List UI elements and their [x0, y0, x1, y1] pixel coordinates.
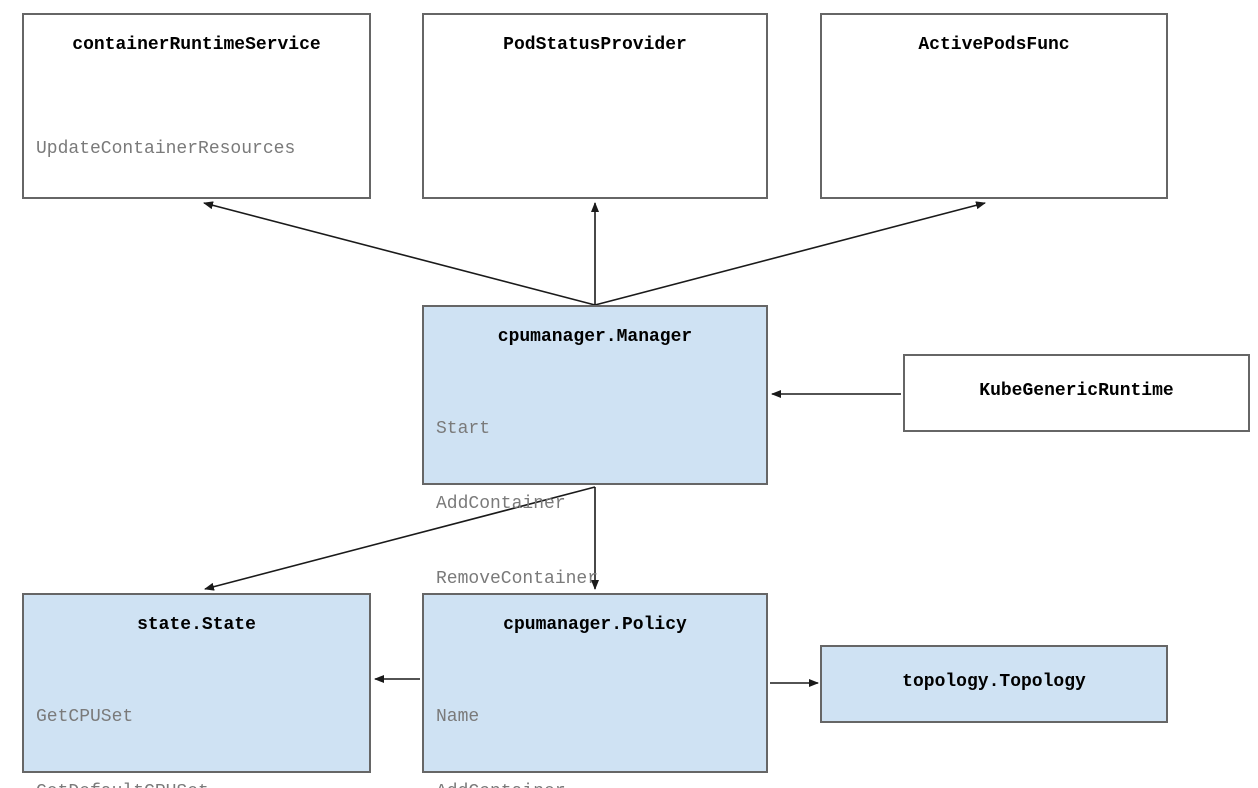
node-member: UpdateContainerResources [36, 139, 296, 159]
node-title: KubeGenericRuntime [979, 381, 1174, 401]
node-member: RemoveContainer [436, 569, 599, 589]
node-member: AddContainer [436, 494, 566, 514]
node-title: ActivePodsFunc [918, 35, 1070, 55]
node-members: UpdateContainerResources [36, 87, 361, 212]
node-state-state[interactable]: state.State GetCPUSet GetDefaultCPUSet S… [22, 593, 371, 788]
node-member: Start [436, 419, 491, 439]
node-title: state.State [137, 615, 256, 635]
node-title: topology.Topology [902, 672, 1086, 692]
node-member: GetCPUSet [36, 707, 134, 727]
node-title: PodStatusProvider [503, 35, 687, 55]
node-active-pods-func[interactable]: ActivePodsFunc [820, 13, 1168, 199]
node-title: cpumanager.Policy [503, 615, 687, 635]
node-member: Name [436, 707, 480, 727]
edge-manager-to-activePodsFunc [594, 201, 986, 306]
node-title: containerRuntimeService [72, 35, 321, 55]
node-title: cpumanager.Manager [497, 327, 693, 347]
node-topology-topology[interactable]: topology.Topology [820, 645, 1168, 723]
node-kube-generic-runtime[interactable]: KubeGenericRuntime [903, 354, 1250, 432]
node-cpumanager-manager[interactable]: cpumanager.Manager Start AddContainer Re… [422, 305, 768, 664]
node-cpumanager-policy[interactable]: cpumanager.Policy Name AddContainer Remo… [422, 593, 768, 788]
node-member: AddContainer [436, 780, 758, 788]
node-pod-status-provider[interactable]: PodStatusProvider [422, 13, 768, 199]
node-member: GetDefaultCPUSet [36, 780, 361, 788]
node-container-runtime-service[interactable]: containerRuntimeService UpdateContainerR… [22, 13, 371, 199]
node-members: GetCPUSet GetDefaultCPUSet SetCPUSet Set… [36, 655, 361, 788]
edge-manager-to-containerRuntimeService [203, 201, 596, 306]
node-members: Name AddContainer RemoveContainer [436, 655, 758, 788]
